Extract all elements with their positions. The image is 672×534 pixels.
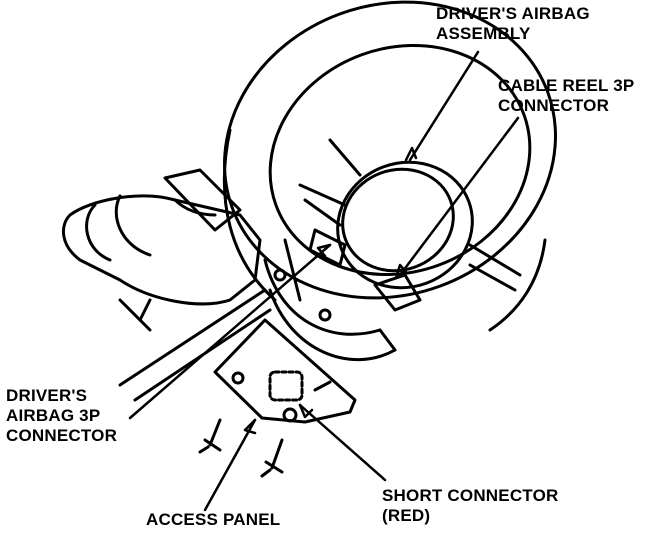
screw-right [260,438,284,478]
label-airbag-3p-connector: DRIVER'S AIRBAG 3P CONNECTOR [6,386,117,446]
steering-wheel-spokes [298,138,522,292]
wheel-hub [263,228,422,362]
leader-lines [128,50,520,512]
label-cable-reel-line1: CABLE REEL 3P [498,76,635,95]
steering-column [118,288,272,402]
label-cable-reel-line2: CONNECTOR [498,96,610,115]
label-short-connector-line2: (RED) [382,506,431,525]
label-access-panel-line1: ACCESS PANEL [146,510,281,529]
steering-column-shroud [61,168,262,332]
label-short-connector-line1: SHORT CONNECTOR [382,486,559,505]
label-airbag-assembly-line1: DRIVER'S AIRBAG [436,4,590,23]
label-short-connector: SHORT CONNECTOR (RED) [382,486,558,526]
label-airbag-assembly: DRIVER'S AIRBAG ASSEMBLY [436,4,590,44]
label-airbag-3p-line3: CONNECTOR [6,426,118,445]
label-cable-reel: CABLE REEL 3P CONNECTOR [498,76,634,116]
screw-left [198,418,222,454]
label-airbag-assembly-line2: ASSEMBLY [436,24,531,43]
label-airbag-3p-line1: DRIVER'S [6,386,88,405]
steering-wheel-rim [222,0,557,332]
label-airbag-3p-line2: AIRBAG 3P [6,406,101,425]
airbag-module [336,160,474,290]
label-access-panel: ACCESS PANEL [146,510,280,530]
access-panel [213,318,357,424]
